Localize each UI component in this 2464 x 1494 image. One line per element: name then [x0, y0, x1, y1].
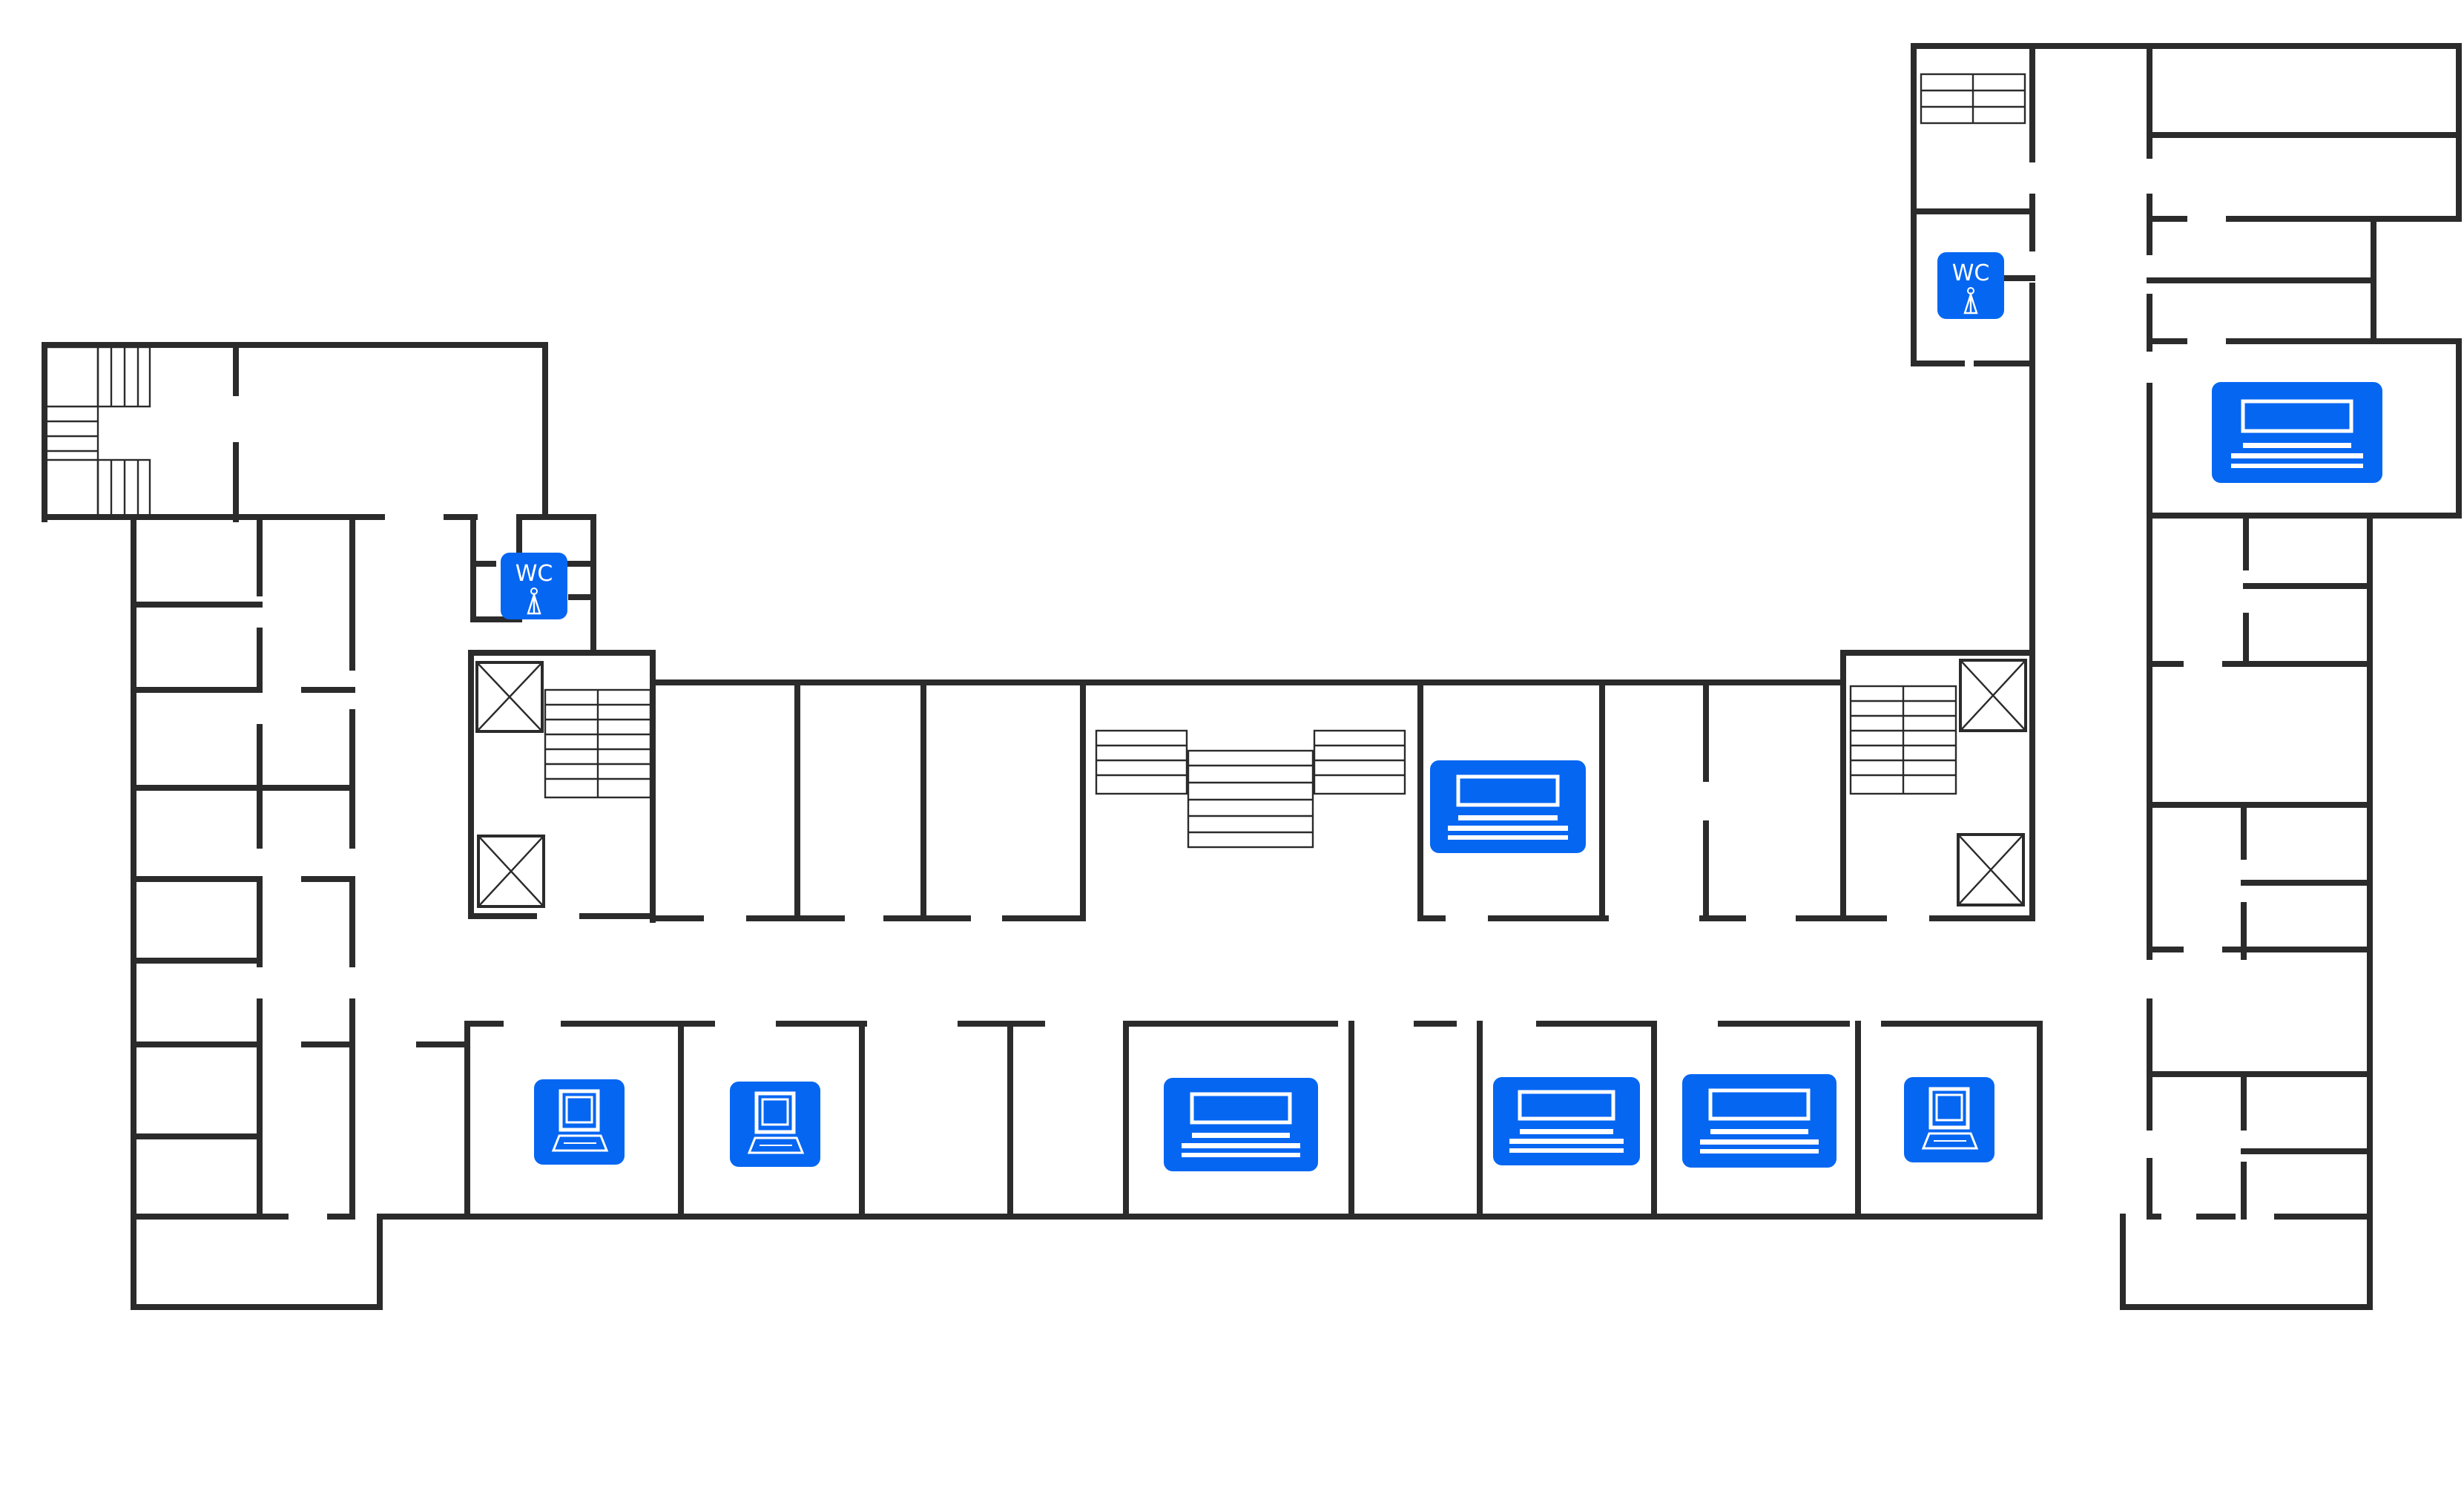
computer-room-icon	[1904, 1077, 1994, 1162]
wc-icon: WC	[501, 553, 567, 619]
projector-room-icon	[1164, 1078, 1318, 1171]
computer-room-icon	[730, 1082, 820, 1167]
elevator-right-lower	[1957, 833, 2025, 906]
stairs-left-core	[544, 688, 652, 799]
wc-icon: WC	[1937, 252, 2004, 319]
stairs-top-right	[1920, 73, 2026, 125]
stairs-top-left	[45, 346, 151, 519]
projector-room-icon	[2212, 382, 2382, 483]
elevator-left-upper	[475, 661, 544, 733]
elevator-right-upper	[1959, 659, 2027, 732]
elevator-shaft-icon	[475, 659, 2027, 908]
walls	[42, 43, 2462, 1310]
wc-label: WC	[515, 561, 553, 587]
stairs-central	[1095, 729, 1406, 849]
projector-room-icon	[1493, 1077, 1640, 1165]
wc-label: WC	[1952, 260, 1990, 286]
stairs-icon	[45, 73, 2026, 849]
stairs-right-core	[1849, 685, 1957, 795]
projector-room-icon	[1682, 1074, 1837, 1168]
computer-room-icon	[534, 1079, 625, 1165]
elevator-left-lower	[477, 835, 545, 908]
projector-room-icon	[1430, 760, 1586, 853]
